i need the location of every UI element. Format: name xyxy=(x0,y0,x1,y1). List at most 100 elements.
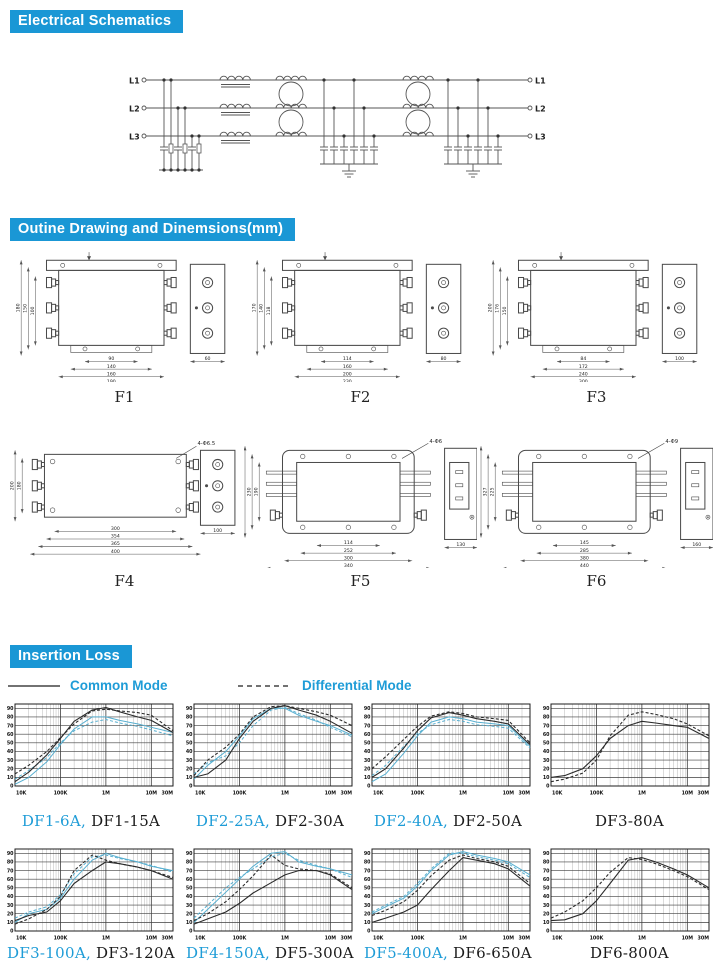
svg-text:L3: L3 xyxy=(535,133,546,142)
outline-figure-f2: 11416020023011814017080 xyxy=(252,252,462,382)
figure-label-f1: F1 xyxy=(114,388,135,406)
svg-text:150: 150 xyxy=(502,306,508,315)
svg-text:50: 50 xyxy=(7,886,14,892)
svg-text:4-Φ6.5: 4-Φ6.5 xyxy=(197,441,215,447)
svg-text:L1: L1 xyxy=(535,77,546,86)
svg-text:100K: 100K xyxy=(54,791,68,797)
svg-text:0: 0 xyxy=(189,929,193,935)
chart-title-3-primary: DF2-40A, xyxy=(373,812,449,830)
chart-title-5-secondary: DF3-120A xyxy=(96,944,175,962)
section-header-insertion-loss: Insertion Loss xyxy=(10,645,132,668)
svg-text:10: 10 xyxy=(543,775,550,781)
svg-text:20: 20 xyxy=(186,766,193,772)
svg-text:10K: 10K xyxy=(373,791,384,797)
svg-text:10: 10 xyxy=(186,920,193,926)
svg-text:30M: 30M xyxy=(698,791,710,797)
svg-text:354: 354 xyxy=(111,534,120,540)
svg-text:100K: 100K xyxy=(233,936,247,942)
svg-text:20: 20 xyxy=(7,911,14,917)
svg-text:L2: L2 xyxy=(129,105,140,114)
svg-text:1M: 1M xyxy=(638,936,646,942)
svg-text:230: 230 xyxy=(343,379,352,382)
svg-text:L2: L2 xyxy=(535,105,546,114)
outline-figure-f5: 4-Φ6114252300340190230260130 xyxy=(244,439,477,568)
svg-text:1M: 1M xyxy=(459,936,467,942)
svg-text:365: 365 xyxy=(111,541,120,547)
chart-title-8: DF6-800A xyxy=(538,944,716,962)
outline-figure-f6: 4-Φ9145285380440225327360160 xyxy=(480,439,713,568)
svg-text:1M: 1M xyxy=(281,791,289,797)
svg-text:285: 285 xyxy=(580,548,589,554)
chart-title-5-primary: DF3-100A, xyxy=(7,944,92,962)
svg-text:10K: 10K xyxy=(195,936,206,942)
svg-text:440: 440 xyxy=(580,563,589,568)
section-header-outline-drawing: Outine Drawing and Dinemsions(mm) xyxy=(10,218,296,241)
svg-text:30: 30 xyxy=(364,903,371,909)
svg-text:10: 10 xyxy=(7,920,14,926)
svg-text:70: 70 xyxy=(186,868,193,874)
svg-text:1M: 1M xyxy=(102,791,110,797)
svg-text:80: 80 xyxy=(364,860,371,866)
chart-title-1: DF1-6A,DF1-15A xyxy=(2,812,180,830)
svg-text:252: 252 xyxy=(344,548,353,554)
svg-text:100: 100 xyxy=(30,306,36,315)
svg-text:40: 40 xyxy=(186,894,193,900)
svg-text:10M: 10M xyxy=(503,791,515,797)
svg-text:10: 10 xyxy=(7,775,14,781)
svg-text:60: 60 xyxy=(205,356,211,362)
svg-text:80: 80 xyxy=(7,715,14,721)
svg-text:50: 50 xyxy=(186,741,193,747)
section-header-electrical-schematics: Electrical Schematics xyxy=(10,10,184,33)
svg-text:40: 40 xyxy=(186,749,193,755)
svg-text:30M: 30M xyxy=(519,936,531,942)
svg-text:100: 100 xyxy=(213,528,222,534)
svg-text:160: 160 xyxy=(692,542,701,548)
svg-text:90: 90 xyxy=(543,706,550,712)
svg-text:30: 30 xyxy=(7,758,14,764)
svg-text:10: 10 xyxy=(543,920,550,926)
legend-differential-mode: Differential Mode xyxy=(238,678,412,693)
legend-common-mode-label: Common Mode xyxy=(70,678,168,693)
figure-label-f3: F3 xyxy=(586,388,607,406)
svg-text:30M: 30M xyxy=(341,936,353,942)
chart-title-7-secondary: DF6-650A xyxy=(453,944,532,962)
svg-text:20: 20 xyxy=(7,766,14,772)
svg-text:10K: 10K xyxy=(552,791,563,797)
svg-text:100K: 100K xyxy=(233,791,247,797)
svg-text:300: 300 xyxy=(579,379,588,382)
svg-text:300: 300 xyxy=(111,526,120,532)
svg-text:90: 90 xyxy=(364,851,371,857)
svg-text:10M: 10M xyxy=(682,791,694,797)
svg-text:80: 80 xyxy=(7,860,14,866)
svg-text:90: 90 xyxy=(108,356,114,362)
svg-text:60: 60 xyxy=(7,732,14,738)
svg-text:20: 20 xyxy=(364,766,371,772)
svg-text:30: 30 xyxy=(186,758,193,764)
svg-text:0: 0 xyxy=(367,784,371,790)
svg-text:30M: 30M xyxy=(519,791,531,797)
svg-text:80: 80 xyxy=(543,715,550,721)
svg-text:0: 0 xyxy=(546,929,550,935)
svg-text:10M: 10M xyxy=(146,936,158,942)
svg-text:20: 20 xyxy=(186,911,193,917)
svg-text:50: 50 xyxy=(186,886,193,892)
svg-text:80: 80 xyxy=(186,715,193,721)
svg-text:140: 140 xyxy=(259,304,265,313)
figure-label-f6: F6 xyxy=(586,572,607,590)
svg-text:10M: 10M xyxy=(682,936,694,942)
svg-text:20: 20 xyxy=(364,911,371,917)
svg-text:170: 170 xyxy=(252,303,258,312)
svg-text:225: 225 xyxy=(490,487,496,496)
chart-title-1-primary: DF1-6A, xyxy=(21,812,87,830)
chart-title-6-secondary: DF5-300A xyxy=(275,944,354,962)
svg-text:60: 60 xyxy=(186,732,193,738)
chart-title-1-secondary: DF1-15A xyxy=(91,812,161,830)
chart-title-2-secondary: DF2-30A xyxy=(275,812,345,830)
svg-text:50: 50 xyxy=(364,886,371,892)
